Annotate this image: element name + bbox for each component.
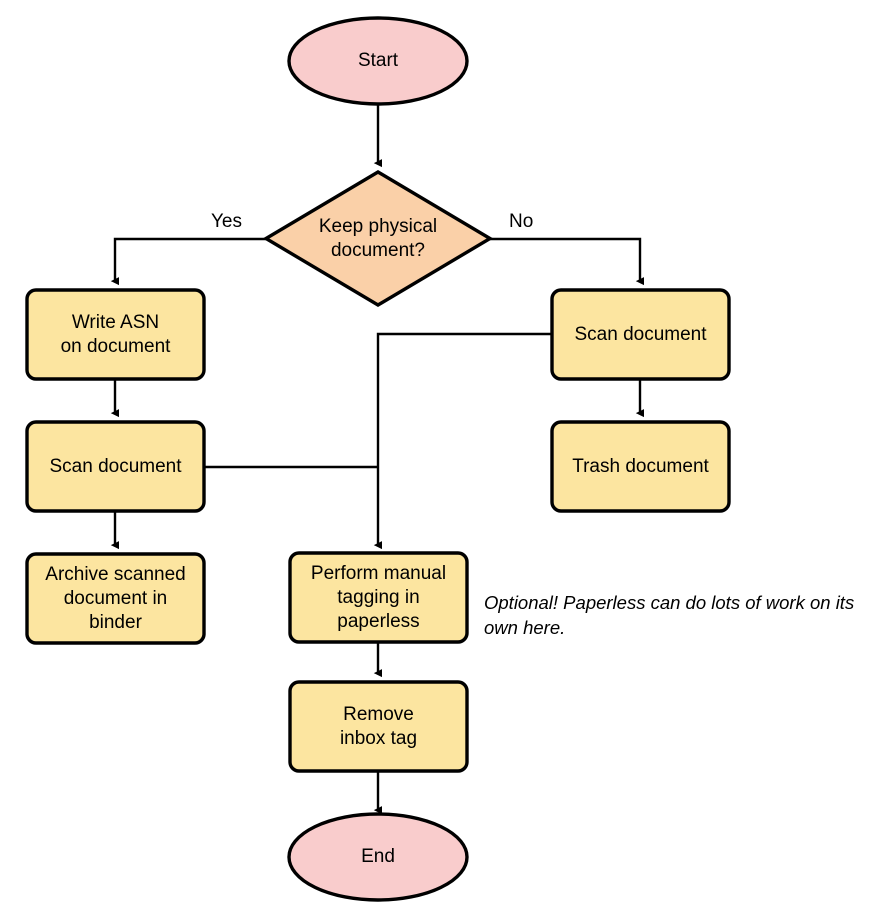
node-shape-trash bbox=[550, 420, 731, 513]
node-shape-remove-inbox bbox=[288, 680, 469, 773]
node-shape-decision bbox=[262, 170, 494, 307]
node-shape-archive bbox=[25, 552, 206, 645]
edge-label-yes: Yes bbox=[211, 211, 242, 232]
node-shape-scan-left bbox=[25, 420, 206, 513]
node-shape-scan-right bbox=[550, 288, 731, 381]
edge-decision-yes-to-write-asn bbox=[110, 237, 266, 286]
note-optional: Optional! Paperless can do lots of work … bbox=[484, 592, 855, 638]
node-shape-write-asn bbox=[25, 288, 206, 381]
edge-decision-no-to-scan-right bbox=[490, 237, 645, 286]
edge-scan-right-to-tagging bbox=[373, 332, 552, 550]
edge-label-no: No bbox=[509, 211, 534, 232]
node-shape-start bbox=[287, 16, 469, 106]
node-shape-tagging bbox=[288, 551, 469, 644]
node-shape-end bbox=[287, 812, 469, 902]
